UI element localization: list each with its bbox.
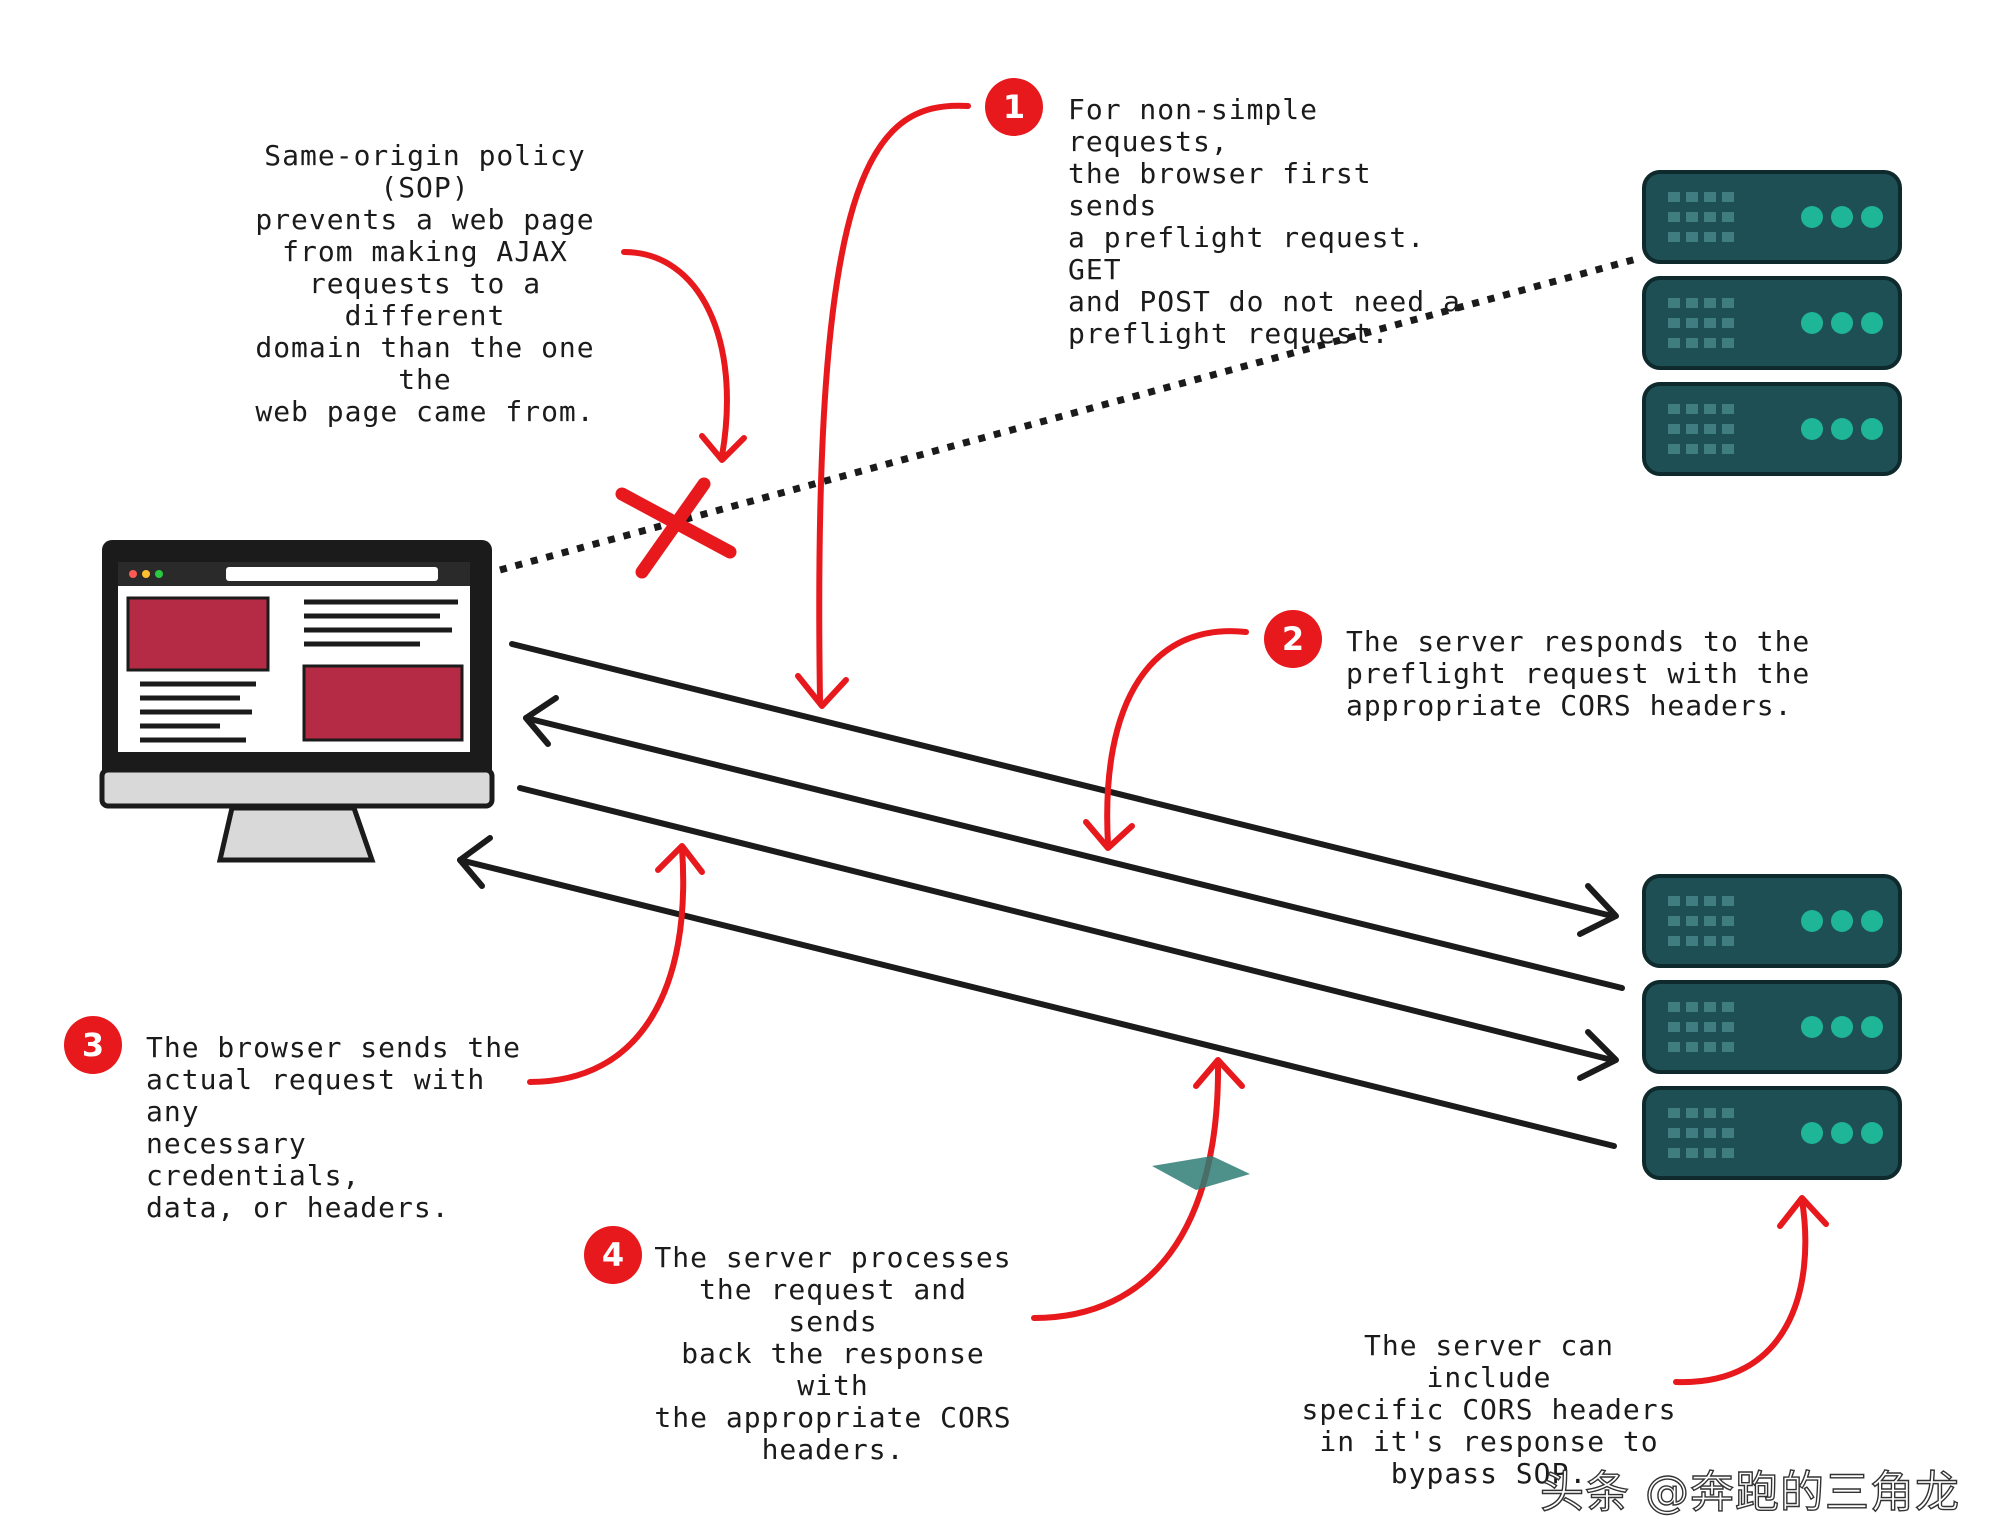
step1-callout-arrow [816, 102, 971, 703]
sop-callout-arrow [621, 249, 730, 459]
actual-response-arrow [457, 857, 1617, 1149]
step3-badge: 3 [64, 1016, 122, 1074]
blocked-request-line [499, 254, 1641, 574]
step2-callout-arrow [1104, 628, 1249, 847]
paint-splotch [1152, 1156, 1250, 1190]
preflight-request-arrow [509, 641, 1615, 919]
server-note: The server can include specific CORS hea… [1301, 1329, 1677, 1490]
step4-badge: 4 [584, 1226, 642, 1284]
server-note-callout-arrow [1673, 1197, 1809, 1386]
preflight-response-arrow [523, 715, 1625, 991]
blocked-x-icon [615, 477, 737, 579]
request-response-arrows [457, 641, 1625, 1149]
step3-note: The browser sends the actual request wit… [146, 1031, 522, 1224]
callout-arrows [527, 102, 1829, 1386]
step4-callout-arrow [1031, 1059, 1222, 1321]
bottom-server-icon [1642, 874, 1902, 1180]
watermark: 头条 @奔跑的三角龙 [1539, 1466, 1960, 1518]
step2-badge: 2 [1264, 610, 1322, 668]
step4-note: The server processes the request and sen… [654, 1241, 1012, 1466]
step1-badge: 1 [985, 78, 1043, 136]
sop-note: Same-origin policy (SOP) prevents a web … [255, 139, 595, 428]
monitor-icon [99, 540, 495, 863]
step1-note: For non-simple requests, the browser fir… [1068, 93, 1461, 350]
step3-callout-arrow [527, 845, 687, 1085]
top-server-icon [1642, 170, 1902, 476]
actual-request-arrow [517, 785, 1615, 1063]
step2-note: The server responds to the preflight req… [1346, 625, 1811, 722]
